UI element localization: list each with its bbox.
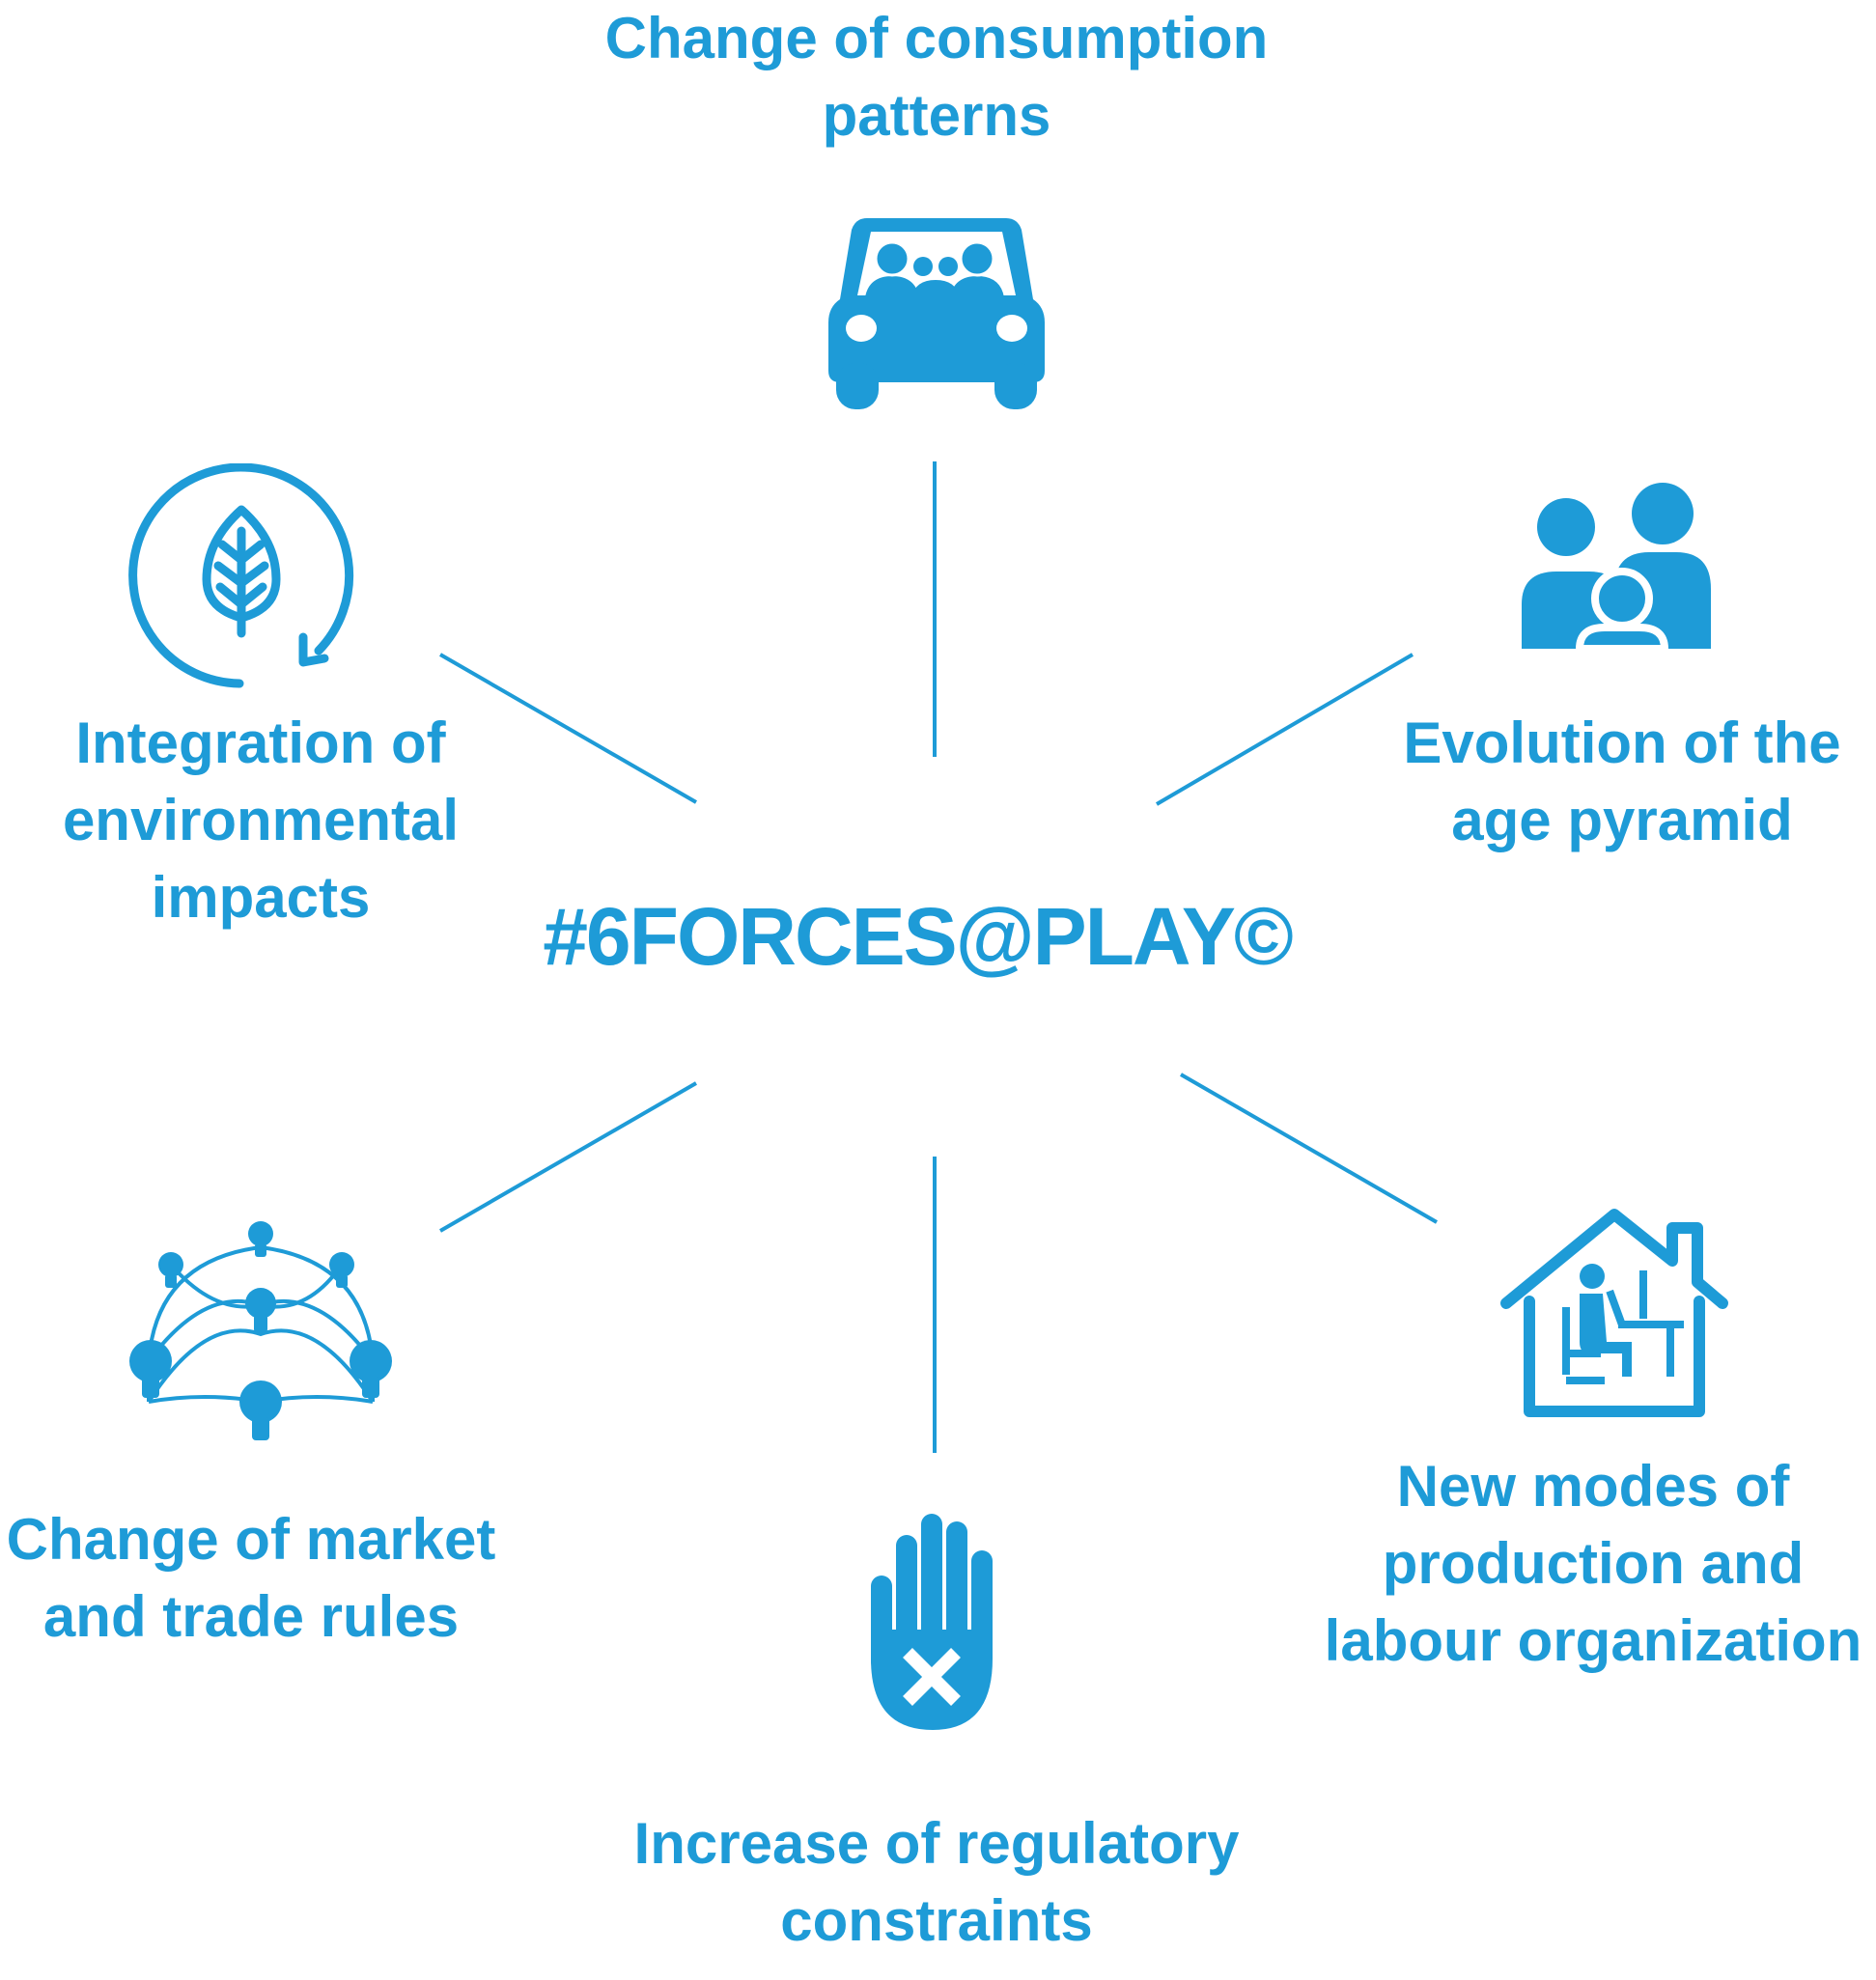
connector-top-left [438,653,698,804]
label-line: Change of market [6,1507,496,1572]
label-line: impacts [151,865,371,930]
family-icon [1522,483,1711,649]
center-title: #6FORCES@PLAY© [543,891,1294,982]
connector-bottom-left [438,1081,698,1233]
leaf-cycle-icon [128,463,354,688]
force-label-market: Change of market and trade rules [0,1501,502,1656]
car-with-family-icon [828,218,1045,409]
home-office-icon [1500,1209,1728,1417]
label-line: Change of consumption [604,6,1269,70]
label-line: environmental [62,788,460,852]
connector-top-right [1155,653,1414,806]
label-line: production and [1382,1531,1805,1596]
label-line: constraints [780,1888,1093,1953]
label-line: New modes of [1396,1454,1790,1519]
label-line: Evolution of the [1403,711,1841,775]
lightbulb-network-icon [129,1221,392,1440]
label-line: patterns [822,83,1051,148]
label-line: and trade rules [42,1584,460,1649]
label-line: Increase of regulatory [633,1811,1240,1876]
force-label-environment: Integration of environmental impacts [0,705,521,936]
label-line: Integration of [75,711,446,775]
label-line: labour organization [1324,1608,1862,1673]
force-label-production: New modes of production and labour organ… [1284,1448,1876,1680]
stop-hand-icon [871,1514,993,1730]
force-label-age: Evolution of the age pyramid [1352,705,1876,859]
label-line: age pyramid [1451,788,1793,852]
connector-bottom-right [1179,1073,1439,1224]
force-label-regulatory: Increase of regulatory constraints [502,1805,1371,1960]
force-label-consumption: Change of consumption patterns [502,0,1371,154]
